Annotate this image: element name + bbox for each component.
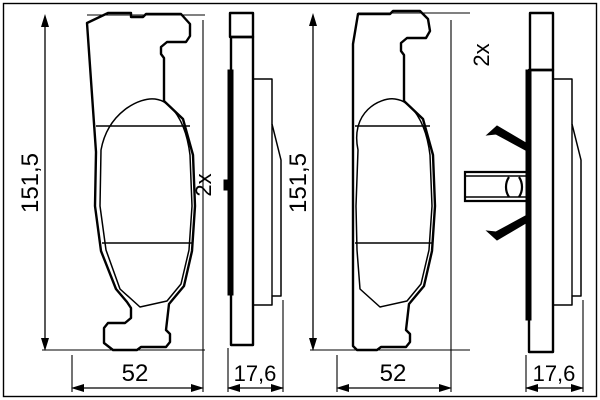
right-side-upper-tab (528, 11, 555, 72)
left-height-arrow-bottom (41, 338, 49, 351)
right-pad-backing-plate-outline (351, 9, 437, 352)
left-side-friction-profile (252, 78, 282, 306)
right-height-arrow-bottom (309, 338, 317, 351)
left-pad-front-view: 151,5 52 2x (17, 11, 216, 392)
left-pad-side-view: 17,6 (223, 11, 284, 392)
left-width-dimension-label: 52 (122, 360, 149, 387)
right-pad-friction-material-outline (355, 98, 433, 308)
left-pad-friction-material-outline (99, 98, 193, 308)
left-width-arrow-right (191, 384, 204, 392)
right-side-backing-plate (527, 68, 555, 354)
right-thickness-arrow-left (525, 384, 538, 392)
left-side-upper-tab (228, 11, 255, 39)
right-side-friction-profile (552, 78, 582, 306)
left-thickness-dimension-label: 17,6 (234, 361, 277, 386)
right-width-arrow-left (336, 384, 349, 392)
left-quantity-note: 2x (191, 173, 216, 196)
spring-clip-eyelet-left (504, 176, 510, 198)
left-side-retaining-lug (223, 179, 233, 191)
right-height-dimension-label: 151,5 (285, 153, 312, 213)
right-pad-front-view: 151,5 52 (285, 9, 470, 392)
spring-clip-body (463, 170, 531, 203)
spring-clip-eyelet-right (518, 176, 524, 198)
left-thickness-arrow-left (227, 384, 240, 392)
left-height-arrow-top (41, 14, 49, 27)
right-thickness-arrow-right (571, 384, 584, 392)
left-height-dimension-label: 151,5 (17, 153, 44, 213)
right-height-arrow-top (309, 13, 317, 26)
left-width-arrow-left (71, 384, 84, 392)
right-thickness-dimension-label: 17,6 (533, 361, 576, 386)
right-width-dimension-label: 52 (380, 360, 407, 387)
left-side-backing-plate (229, 35, 255, 347)
spring-clip-lower-arm (485, 212, 532, 241)
right-quantity-note: 2x (469, 43, 494, 66)
right-width-arrow-right (439, 384, 452, 392)
left-thickness-arrow-right (271, 384, 284, 392)
spring-clip-upper-arm (485, 125, 532, 154)
right-pad-side-view: 2x 17,6 (463, 11, 584, 392)
left-pad-backing-plate-outline (85, 11, 197, 352)
